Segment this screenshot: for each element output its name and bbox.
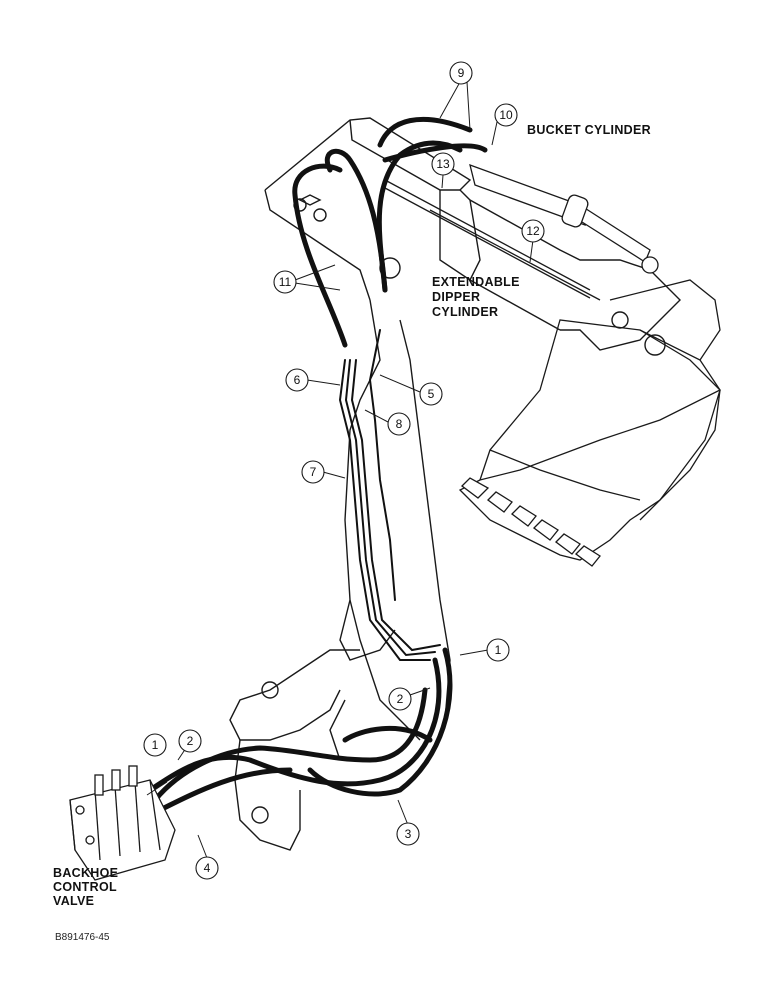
callout-12: 12 [521, 219, 545, 243]
callout-4-text: 4 [204, 861, 211, 875]
callout-11: 11 [273, 270, 297, 294]
extendable-dipper-label-line2: DIPPER [432, 290, 481, 304]
callout-5: 5 [419, 382, 443, 406]
bucket-cylinder-label: BUCKET CYLINDER [527, 123, 651, 137]
callout-2-lower: 2 [178, 729, 202, 753]
callout-3: 3 [396, 822, 420, 846]
callout-2-upper-text: 2 [397, 692, 404, 706]
backhoe-control-valve-label-line3: VALVE [53, 894, 95, 908]
leader-lines [146, 81, 534, 859]
hydraulic-hoses [147, 116, 488, 813]
callout-9-text: 9 [458, 66, 465, 80]
callout-4: 4 [195, 856, 219, 880]
callout-2-upper: 2 [388, 687, 412, 711]
extendable-dipper-label-line3: CYLINDER [432, 305, 499, 319]
callout-1-upper-text: 1 [495, 643, 502, 657]
callout-10: 10 [494, 103, 518, 127]
callout-8-text: 8 [396, 417, 403, 431]
backhoe-control-valve [69, 765, 176, 881]
callouts: 9 10 13 12 11 6 5 8 [143, 61, 545, 880]
callout-8: 8 [387, 412, 411, 436]
figure-id: B891476-45 [55, 932, 110, 943]
backhoe-control-valve-label-line2: CONTROL [53, 880, 117, 894]
callout-9: 9 [449, 61, 473, 85]
callout-6-text: 6 [294, 373, 301, 387]
callout-13-text: 13 [436, 157, 450, 171]
callout-2-lower-text: 2 [187, 734, 194, 748]
extendable-dipper-label-line1: EXTENDABLE [432, 275, 520, 289]
callout-6: 6 [285, 368, 309, 392]
callout-3-text: 3 [405, 827, 412, 841]
callout-12-text: 12 [526, 224, 540, 238]
bucket-teeth [461, 477, 601, 567]
callout-11-text: 11 [279, 275, 292, 289]
callout-13: 13 [431, 152, 455, 176]
callout-10-text: 10 [499, 108, 513, 122]
callout-5-text: 5 [428, 387, 435, 401]
callout-7: 7 [301, 460, 325, 484]
callout-1-upper: 1 [486, 638, 510, 662]
callout-1-lower-text: 1 [152, 738, 159, 752]
callout-7-text: 7 [310, 465, 317, 479]
backhoe-control-valve-label-line1: BACKHOE [53, 866, 119, 880]
bucket-cylinder [469, 163, 659, 274]
bucket [458, 279, 721, 561]
extendable-dipper-cylinder [384, 179, 601, 301]
callout-1-lower: 1 [143, 733, 167, 757]
